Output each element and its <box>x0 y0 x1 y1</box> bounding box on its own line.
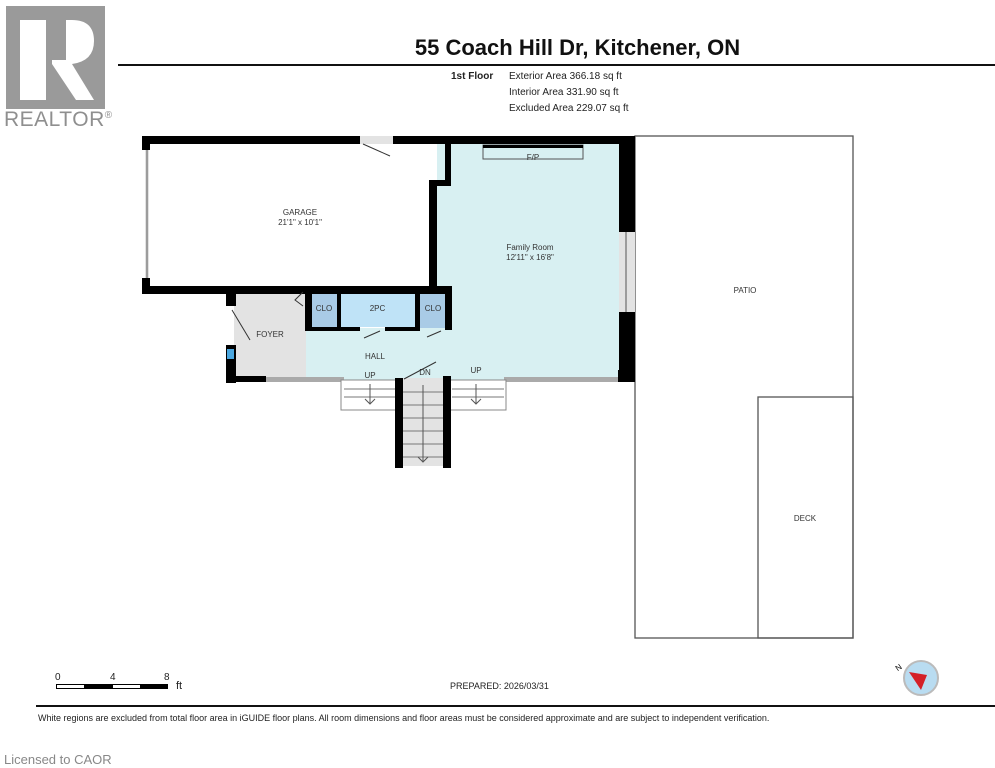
exterior-area: Exterior Area 366.18 sq ft <box>509 71 622 82</box>
svg-text:N: N <box>894 662 904 673</box>
fireplace-label: F/P <box>526 153 540 162</box>
scale-tick-4: 4 <box>110 672 116 683</box>
patio-area <box>634 135 854 639</box>
scale-bar <box>56 684 168 689</box>
stairs-down: DN <box>419 368 431 377</box>
title-divider <box>118 64 995 66</box>
license-text: Licensed to CAOR <box>4 752 112 767</box>
bathroom-2pc: 2PC <box>369 304 386 313</box>
scale-unit: ft <box>176 680 183 692</box>
area-deck: DECK <box>793 514 817 523</box>
room-hall: HALL <box>364 352 385 361</box>
scale-tick-0: 0 <box>55 672 61 683</box>
prepared-date: PREPARED: 2026/03/31 <box>450 681 549 691</box>
floor-label: 1st Floor <box>451 71 494 82</box>
footer-divider <box>36 705 995 707</box>
deck-area <box>757 396 854 639</box>
scale-tick-8: 8 <box>164 672 170 683</box>
interior-area: Interior Area 331.90 sq ft <box>509 87 619 98</box>
closet-left: CLO <box>315 304 333 313</box>
realtor-logo <box>6 6 105 109</box>
compass-icon: N <box>894 660 939 696</box>
stairs-up-right: UP <box>470 366 482 375</box>
room-foyer: FOYER <box>256 330 284 339</box>
excluded-area: Excluded Area 229.07 sq ft <box>509 103 629 114</box>
page-title: 55 Coach Hill Dr, Kitchener, ON <box>414 35 741 60</box>
closet-right: CLO <box>424 304 442 313</box>
stairs-up-left: UP <box>364 371 376 380</box>
realtor-logo-text: REALTOR® <box>4 108 113 131</box>
area-patio: PATIO <box>733 286 757 295</box>
disclaimer-text: White regions are excluded from total fl… <box>38 713 770 723</box>
